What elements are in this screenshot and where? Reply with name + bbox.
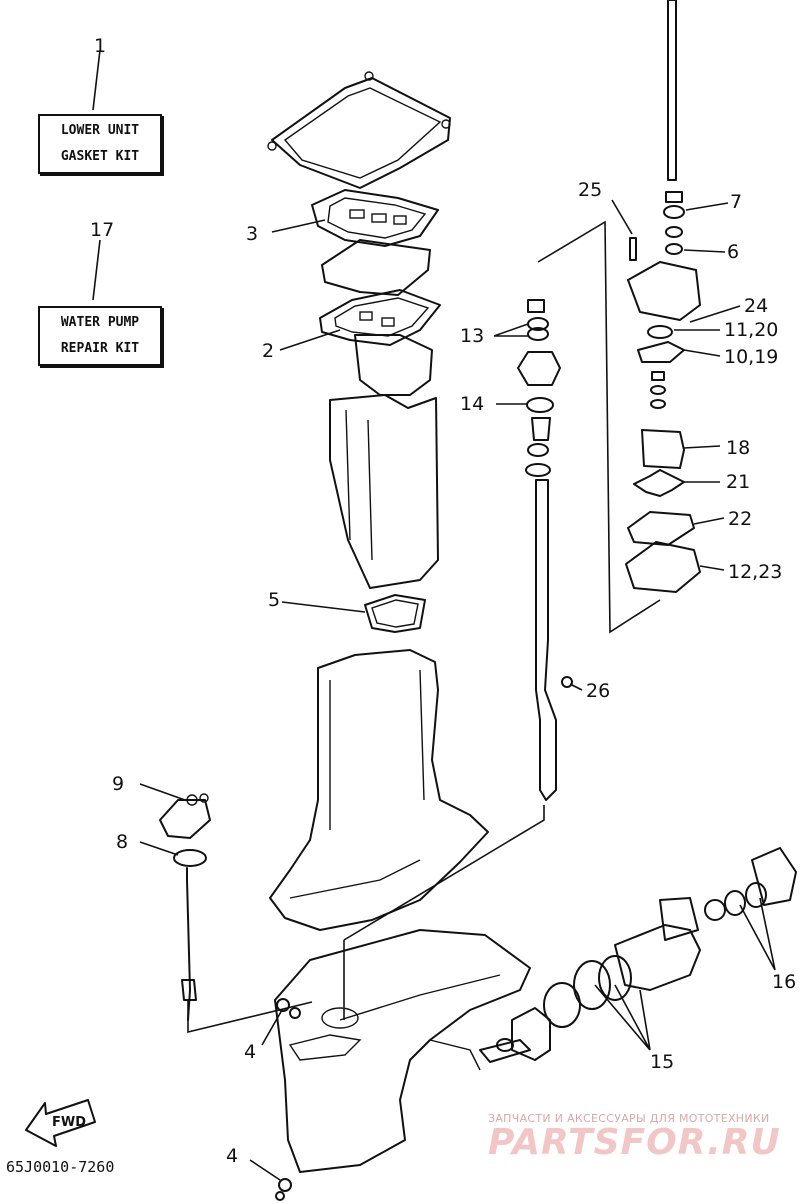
seal-5 (364, 594, 426, 633)
callout-1: 1 (94, 35, 106, 57)
callout-25: 25 (578, 179, 602, 201)
callout-2: 2 (262, 340, 274, 362)
callout-13: 13 (460, 325, 484, 347)
watermark-logo: PARTSFOR.RU (488, 1122, 781, 1163)
kit-line: GASKET KIT (60, 149, 140, 164)
diagram-code: 65J0010-7260 (6, 1158, 115, 1176)
callout-12-23: 12,23 (728, 561, 782, 583)
callout-7: 7 (730, 191, 742, 213)
spacer-plate (321, 239, 431, 296)
callout-6: 6 (727, 241, 739, 263)
drive-shaft-housing (269, 649, 489, 931)
callout-leaders (139, 199, 776, 1181)
propeller-shaft-group (479, 847, 797, 1063)
watermark-tagline: ЗАПЧАСТИ И АКСЕССУАРЫ ДЛЯ МОТОТЕХНИКИ (488, 1112, 770, 1125)
callout-22: 22 (728, 508, 752, 530)
callout-10-19: 10,19 (724, 346, 778, 368)
lower-unit-gasket-kit-label: LOWER UNIT GASKET KIT (38, 114, 162, 174)
callout-11-20: 11,20 (724, 319, 778, 341)
shift-rod (159, 793, 211, 1021)
callout-24: 24 (744, 295, 768, 317)
water-pump-repair-kit-label: WATER PUMP REPAIR KIT (38, 306, 162, 366)
fwd-arrow: FWD (25, 1099, 96, 1147)
callout-3: 3 (246, 223, 258, 245)
gasket-3 (311, 189, 439, 247)
gasket-2 (319, 289, 441, 346)
water-pump (625, 0, 701, 593)
kit-line: REPAIR KIT (60, 341, 140, 356)
callout-5: 5 (268, 589, 280, 611)
callout-4-upper: 4 (244, 1041, 256, 1063)
gear-case (274, 929, 531, 1173)
callout-16: 16 (772, 971, 796, 993)
callout-labels: 3 2 5 13 14 25 7 6 24 11,20 10,19 18 21 … (90, 35, 796, 1167)
drive-shaft (517, 299, 573, 801)
upper-cover (267, 71, 451, 189)
callout-4-lower: 4 (226, 1145, 238, 1167)
drain-screws (275, 998, 301, 1201)
callout-26: 26 (586, 680, 610, 702)
callout-8: 8 (116, 831, 128, 853)
callout-15: 15 (650, 1051, 674, 1073)
upper-casing (329, 334, 439, 589)
callout-21: 21 (726, 471, 750, 493)
callout-14: 14 (460, 393, 484, 415)
callout-9: 9 (112, 773, 124, 795)
connector-lines (92, 49, 661, 1034)
kit-line: WATER PUMP (60, 315, 140, 330)
kit-line: LOWER UNIT (60, 123, 140, 138)
callout-18: 18 (726, 437, 750, 459)
callout-17: 17 (90, 219, 114, 241)
fwd-label: FWD (52, 1115, 86, 1130)
